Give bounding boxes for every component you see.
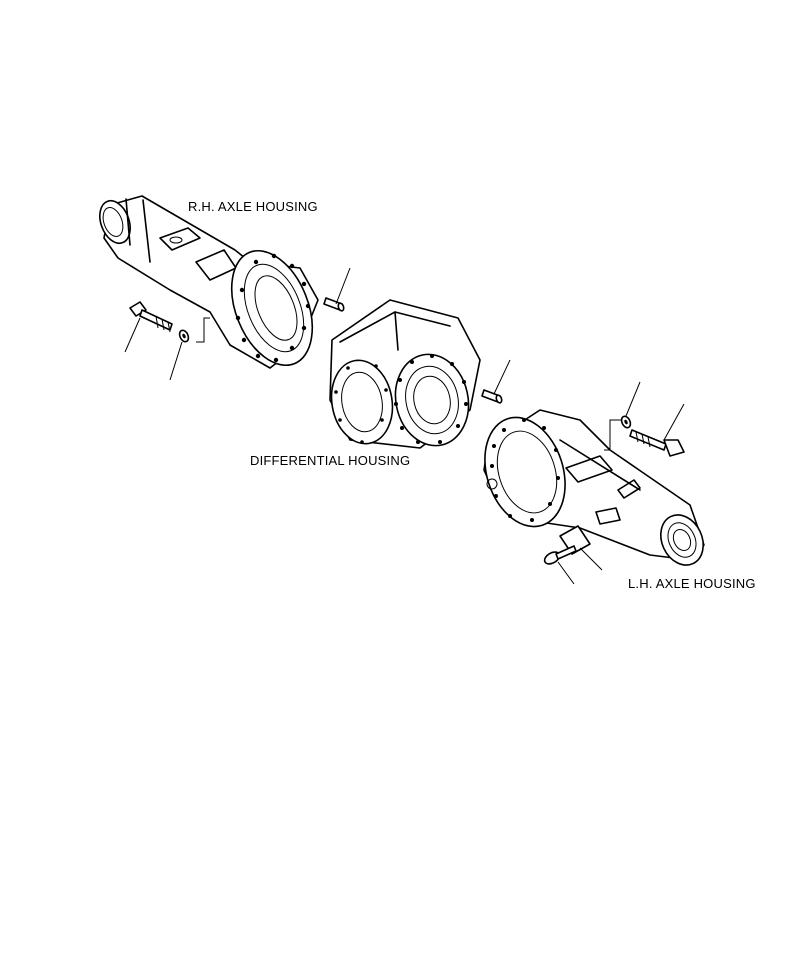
dowel-pin-upper (323, 267, 351, 312)
rivet (543, 545, 577, 585)
differential-housing (329, 299, 481, 449)
rh-axle-housing (99, 195, 319, 369)
dowel-pin-lower (481, 359, 511, 404)
lh-washer (604, 381, 641, 451)
rh-mounting-bolt (124, 301, 173, 353)
rh-washer (169, 317, 210, 381)
rh-flange-bolts (235, 253, 311, 363)
lh-mounting-bolt (629, 403, 685, 457)
diff-flange-bolts (334, 354, 468, 444)
lh-flange-bolts (490, 418, 560, 522)
differential-housing-label: DIFFERENTIAL HOUSING (250, 453, 411, 468)
rh-axle-housing-label: R.H. AXLE HOUSING (188, 199, 318, 214)
lh-axle-housing (483, 409, 705, 566)
lh-axle-housing-label: L.H. AXLE HOUSING (628, 576, 756, 591)
